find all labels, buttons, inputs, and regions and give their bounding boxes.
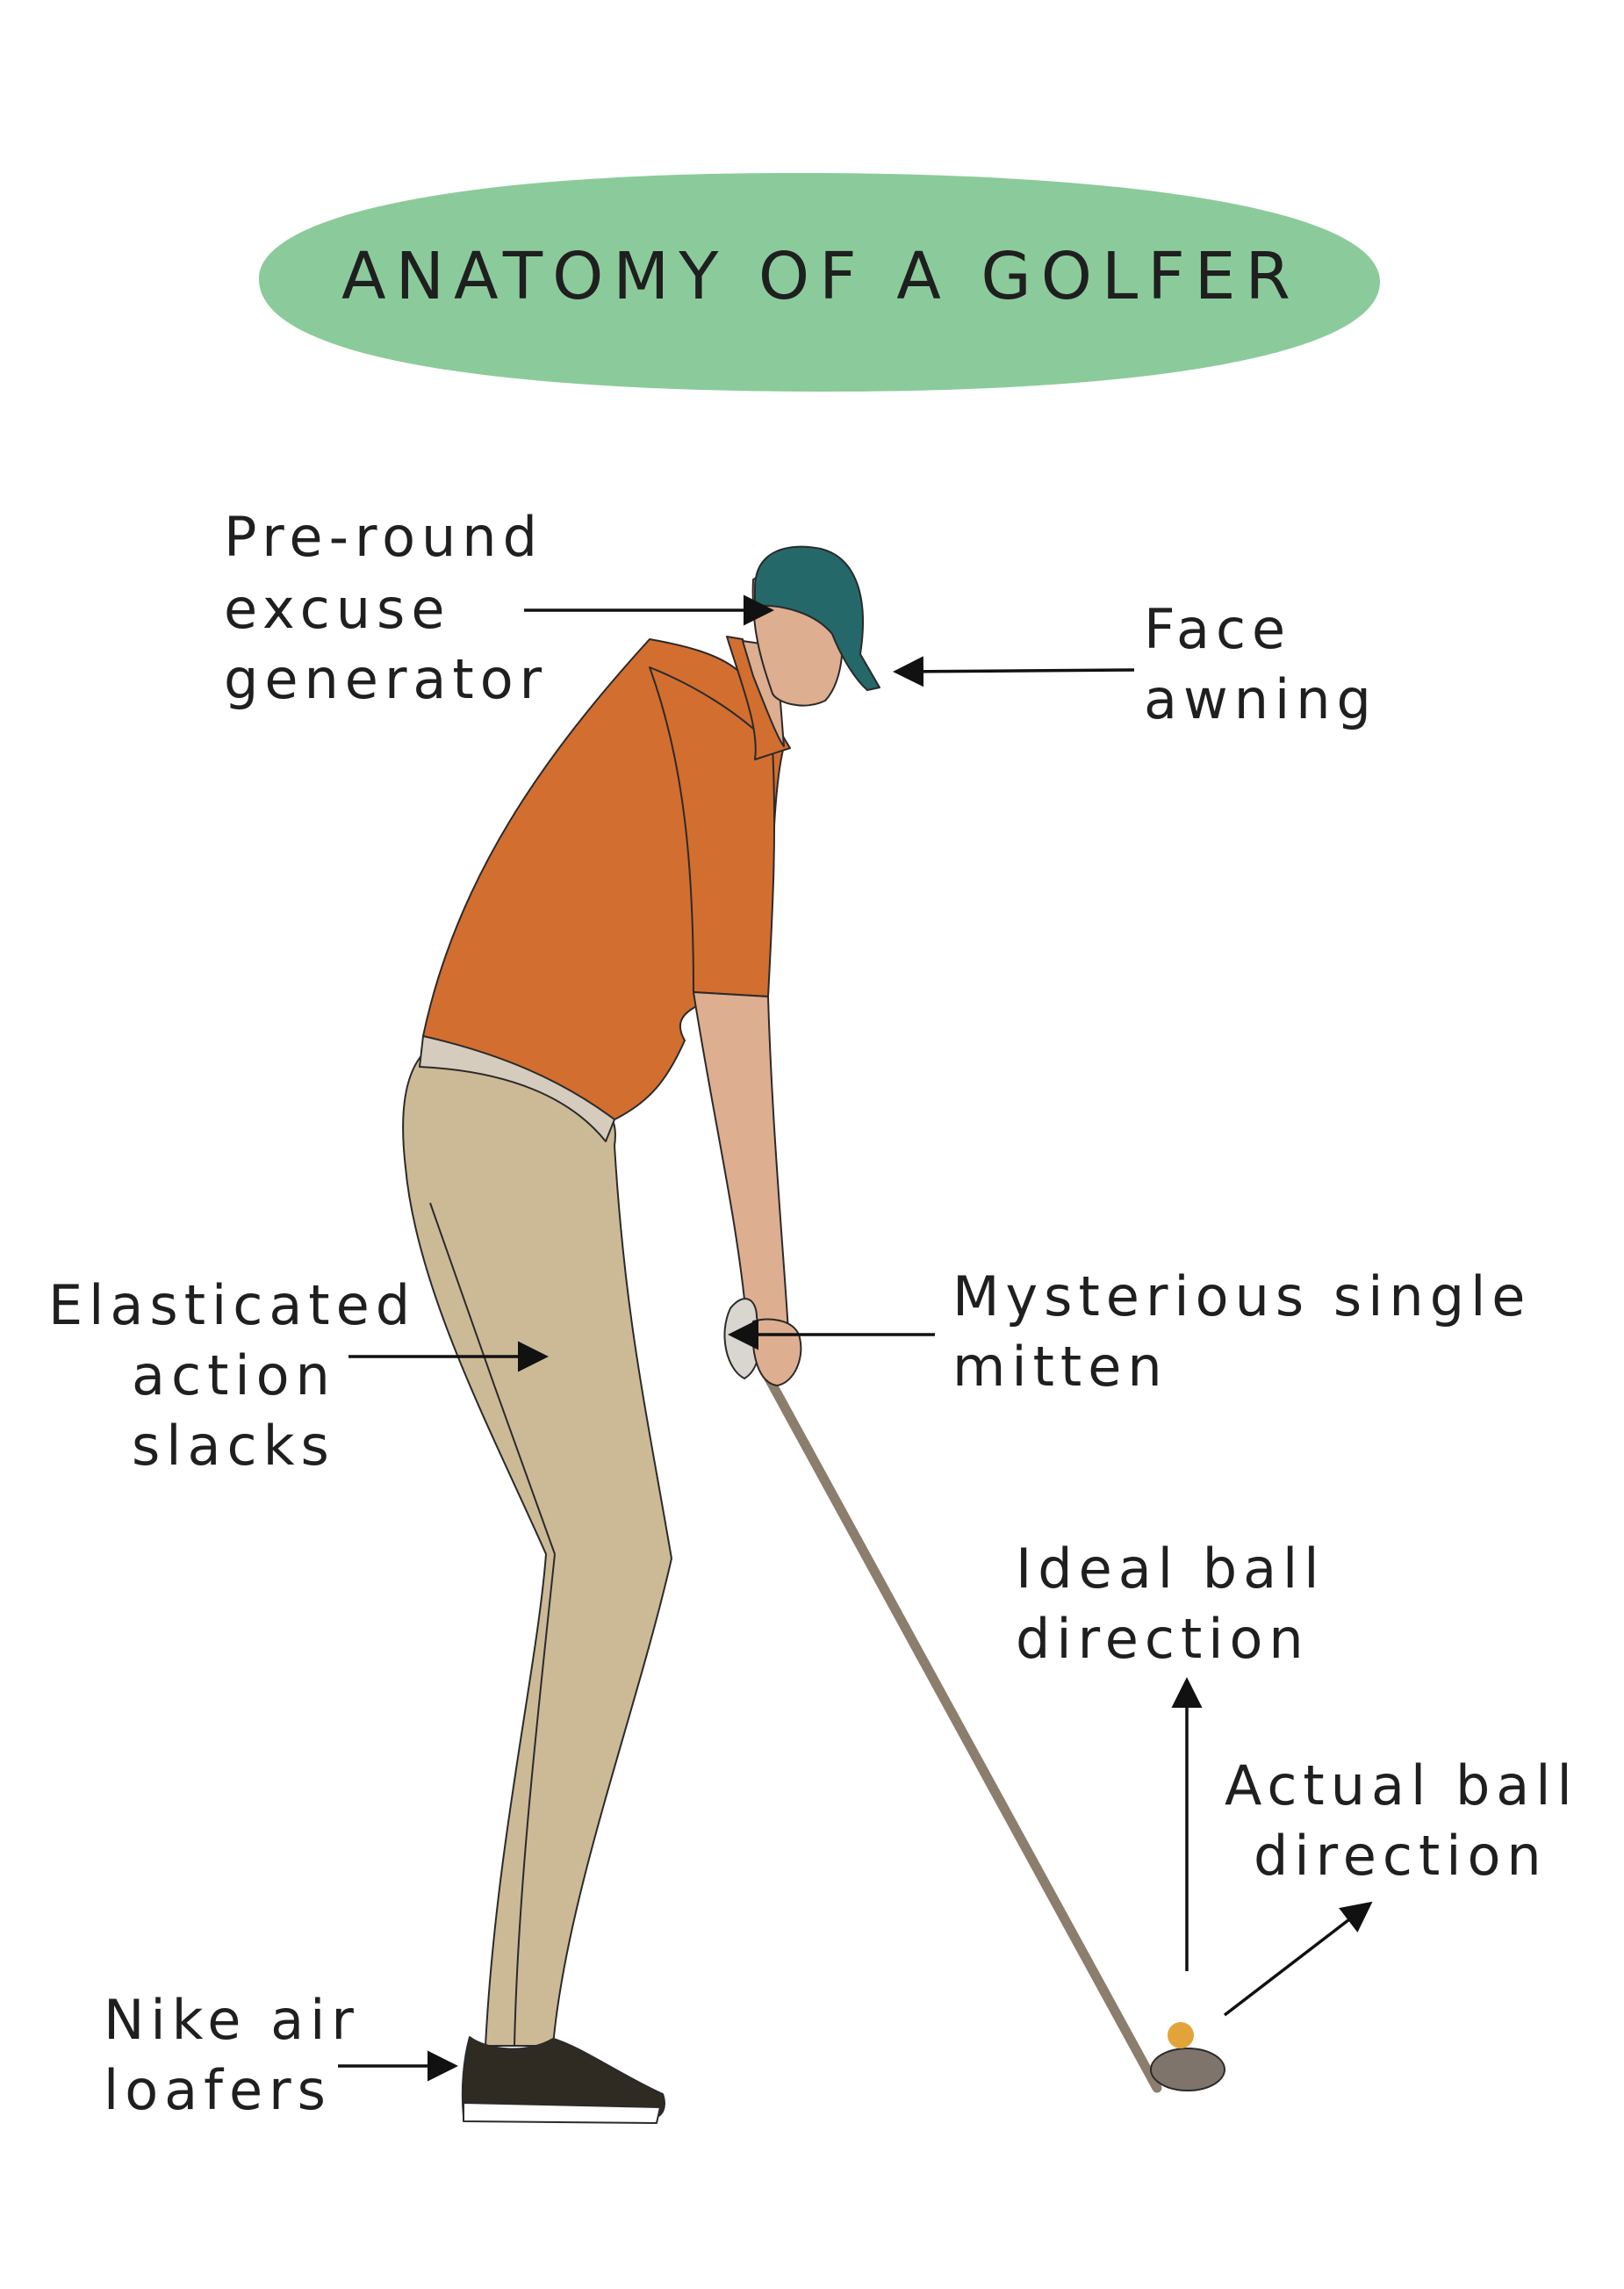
label-actual: Actual ball direction — [1225, 1753, 1601, 1888]
club-shaft — [764, 1373, 1162, 2093]
pants — [402, 1053, 672, 2047]
label-glove-line-2: mitten — [952, 1335, 1168, 1399]
label-shoes-line-1: Nike air — [104, 1988, 360, 2052]
label-glove: Mysterious single mitten — [952, 1264, 1555, 1399]
label-shoes-line-2: loafers — [104, 2058, 332, 2122]
label-cap: Face awning — [1144, 597, 1377, 731]
label-head-line-2: excuse — [224, 577, 451, 641]
shirt-sleeve — [649, 666, 776, 997]
pants-crease-lower — [514, 1553, 556, 2047]
shoe-sole — [463, 2102, 661, 2124]
label-glove-line-1: Mysterious single — [952, 1264, 1531, 1328]
label-pants: Elasticated action slacks — [48, 1273, 440, 1478]
label-ideal-line-2: direction — [1016, 1607, 1310, 1671]
annotation-labels: Pre-round excuse generator Face awning E… — [48, 505, 1601, 2122]
club-head — [1150, 2048, 1225, 2091]
label-head-line-3: generator — [224, 647, 548, 711]
label-head-line-1: Pre-round — [224, 505, 543, 569]
label-pants-line-1: Elasticated — [48, 1273, 416, 1337]
shoe — [461, 2036, 665, 2119]
label-actual-line-2: direction — [1254, 1824, 1548, 1888]
label-ideal: Ideal ball direction — [1016, 1537, 1348, 1671]
golf-ball — [1168, 2022, 1194, 2048]
arrow-actual — [1223, 1901, 1373, 2017]
label-pants-line-2: action — [132, 1343, 336, 1407]
title-banner: ANATOMY OF A GOLFER — [258, 172, 1381, 392]
label-pants-line-3: slacks — [132, 1414, 335, 1478]
label-head: Pre-round excuse generator — [224, 505, 567, 711]
label-cap-line-1: Face — [1144, 597, 1291, 661]
annotation-arrows — [338, 594, 1373, 2082]
label-shoes: Nike air loafers — [104, 1988, 384, 2122]
cap — [754, 545, 880, 691]
hand — [751, 1318, 802, 1386]
label-ideal-line-1: Ideal ball — [1016, 1537, 1326, 1601]
arrow-cap — [893, 656, 1135, 687]
pants-crease — [429, 1202, 556, 1555]
label-actual-line-1: Actual ball — [1225, 1753, 1578, 1818]
title-text: ANATOMY OF A GOLFER — [341, 239, 1300, 314]
title-blob — [258, 172, 1381, 392]
label-cap-line-2: awning — [1144, 667, 1377, 731]
